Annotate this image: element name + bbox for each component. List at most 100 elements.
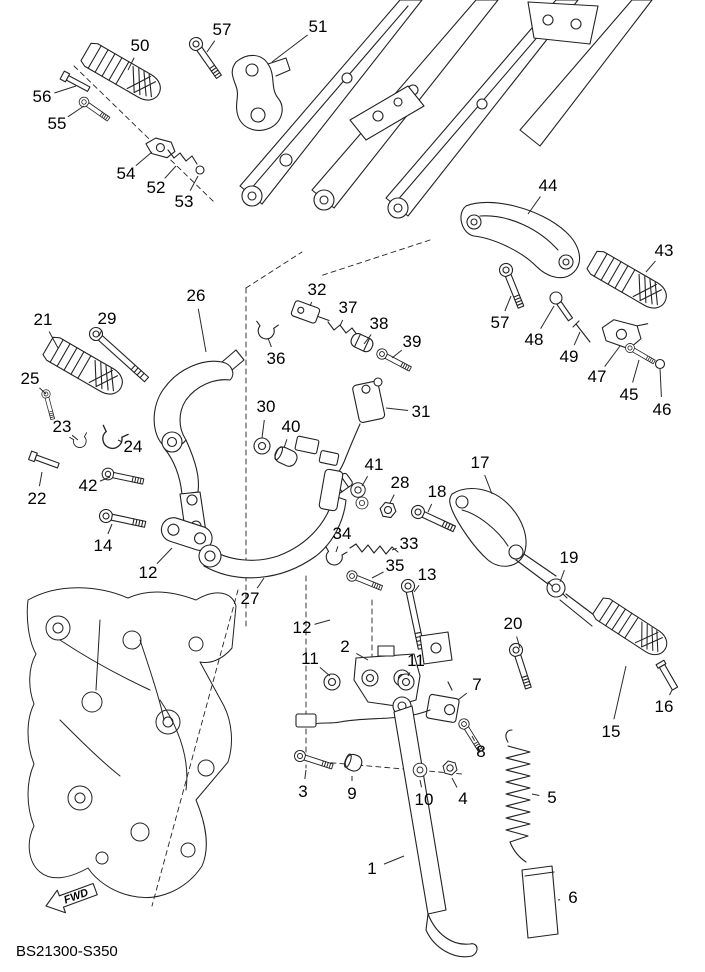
callout-13: 13 bbox=[417, 565, 437, 584]
link-12-upper bbox=[160, 517, 213, 551]
bracket-17 bbox=[449, 488, 557, 585]
bolt-20 bbox=[507, 641, 536, 691]
callout-45: 45 bbox=[619, 385, 639, 404]
pedal-27 bbox=[198, 468, 353, 579]
callout-56: 56 bbox=[32, 87, 52, 106]
callout-26: 26 bbox=[186, 286, 206, 305]
ball-46 bbox=[654, 358, 666, 370]
washer-10 bbox=[412, 762, 428, 778]
spring-37 bbox=[327, 321, 359, 337]
fwd-arrow: FWD bbox=[45, 882, 98, 914]
callout-6: 6 bbox=[568, 888, 578, 907]
callout-29: 29 bbox=[97, 309, 117, 328]
callout-49: 49 bbox=[559, 347, 579, 366]
frame-section bbox=[26, 587, 237, 898]
part-32 bbox=[290, 300, 330, 324]
clip-36 bbox=[253, 320, 279, 342]
callout-1: 1 bbox=[367, 859, 377, 878]
callout-30: 30 bbox=[256, 397, 276, 416]
callout-22: 22 bbox=[27, 489, 47, 508]
fwd-label: FWD bbox=[62, 887, 90, 907]
callout-11b: 11 bbox=[407, 651, 425, 670]
collar-40 bbox=[274, 446, 298, 467]
collar-9 bbox=[343, 753, 363, 772]
callout-12a: 12 bbox=[138, 563, 158, 582]
callout-46: 46 bbox=[652, 400, 672, 419]
callout-24: 24 bbox=[123, 437, 143, 456]
callout-10: 10 bbox=[414, 790, 434, 809]
callout-39: 39 bbox=[402, 332, 422, 351]
bolt-25 bbox=[40, 388, 58, 421]
bolt-57-right bbox=[496, 260, 528, 311]
callout-33: 33 bbox=[399, 534, 419, 553]
callout-34: 34 bbox=[332, 524, 352, 543]
switch-31 bbox=[294, 377, 386, 487]
callout-52: 52 bbox=[146, 178, 166, 197]
callout-41: 41 bbox=[364, 455, 384, 474]
clip-23 bbox=[69, 432, 91, 451]
pin-22 bbox=[28, 450, 61, 471]
callout-20: 20 bbox=[503, 614, 523, 633]
callout-54: 54 bbox=[116, 164, 136, 183]
callout-28: 28 bbox=[390, 473, 410, 492]
callout-23: 23 bbox=[52, 417, 72, 436]
nut-4 bbox=[440, 759, 460, 777]
callout-53: 53 bbox=[174, 192, 194, 211]
callout-15: 15 bbox=[601, 722, 621, 741]
footrest-link-15 bbox=[559, 593, 673, 661]
spring-33 bbox=[349, 543, 399, 555]
callout-48: 48 bbox=[524, 330, 544, 349]
footrest-bracket-44 bbox=[460, 201, 581, 279]
callout-17: 17 bbox=[470, 453, 490, 472]
callout-16: 16 bbox=[654, 697, 674, 716]
frame-rails bbox=[239, 0, 653, 219]
callout-9: 9 bbox=[347, 784, 357, 803]
collar-38 bbox=[350, 333, 374, 353]
bolt-45 bbox=[623, 341, 657, 367]
nut-28 bbox=[378, 501, 398, 519]
callout-51: 51 bbox=[308, 17, 328, 36]
footrest-peg-21 bbox=[40, 334, 128, 400]
stand-spring-5 bbox=[505, 729, 531, 863]
bolt-3 bbox=[292, 748, 335, 773]
washer-11-left bbox=[323, 673, 341, 691]
callout-57b: 57 bbox=[490, 313, 510, 332]
bolt-18 bbox=[408, 502, 458, 536]
callout-19: 19 bbox=[559, 548, 579, 567]
callout-25: 25 bbox=[20, 369, 40, 388]
callout-7: 7 bbox=[472, 675, 482, 694]
spring-cover-6 bbox=[521, 865, 559, 939]
callout-5: 5 bbox=[547, 788, 557, 807]
callout-44: 44 bbox=[538, 176, 558, 195]
pin-49 bbox=[572, 320, 591, 343]
callout-8: 8 bbox=[476, 742, 486, 761]
footrest-bracket-51 bbox=[231, 54, 291, 131]
washer-30 bbox=[253, 437, 271, 455]
callout-42: 42 bbox=[78, 476, 98, 495]
spring-52 bbox=[167, 149, 198, 165]
bolt-42 bbox=[100, 466, 145, 488]
callout-3: 3 bbox=[298, 782, 308, 801]
bolt-35 bbox=[344, 568, 385, 594]
callout-31: 31 bbox=[411, 402, 431, 421]
callout-32: 32 bbox=[307, 280, 327, 299]
callout-14: 14 bbox=[93, 536, 113, 555]
washers-41 bbox=[350, 482, 369, 510]
callout-18: 18 bbox=[427, 482, 447, 501]
pin-56 bbox=[59, 70, 92, 94]
bolt-57-top bbox=[186, 34, 225, 82]
pin-48 bbox=[549, 291, 574, 322]
pin-16 bbox=[655, 659, 679, 691]
callout-50: 50 bbox=[130, 36, 150, 55]
callout-57a: 57 bbox=[212, 20, 232, 39]
bolt-55 bbox=[76, 94, 112, 124]
clip-34 bbox=[321, 545, 348, 569]
callout-37: 37 bbox=[338, 298, 358, 317]
bolt-14 bbox=[97, 507, 148, 532]
callout-27: 27 bbox=[240, 589, 260, 608]
callout-11a: 11 bbox=[301, 649, 319, 668]
bracket-26 bbox=[153, 349, 245, 495]
callout-35: 35 bbox=[385, 556, 405, 575]
